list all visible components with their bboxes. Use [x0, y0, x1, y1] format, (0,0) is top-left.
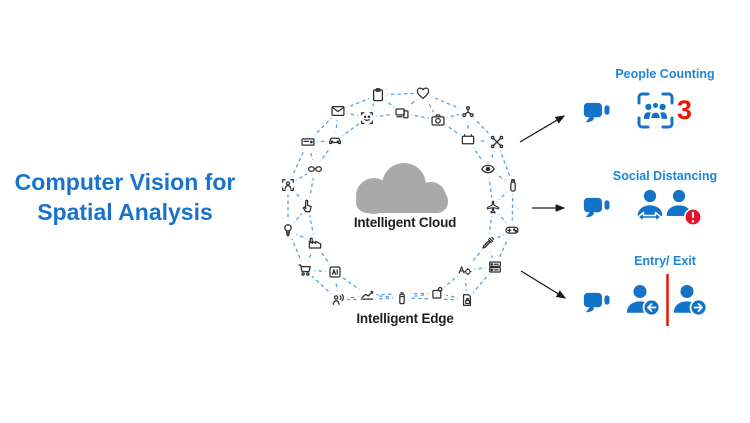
intelligent-cloud-label: Intelligent Cloud [353, 215, 457, 230]
people-counting-frame-icon [637, 92, 674, 129]
arrow-to-entry-exit [520, 270, 567, 299]
people-counting-heading: People Counting [615, 67, 715, 81]
social-distancing-heading: Social Distancing [612, 169, 718, 183]
distance-arrow-icon [637, 211, 662, 223]
people-count-value: 3 [677, 95, 693, 125]
intelligent-edge-label: Intelligent Edge [356, 311, 454, 326]
entry-arrow-badge-icon [642, 298, 661, 317]
intelligent-cloud-icon [356, 163, 448, 214]
exit-arrow-badge-icon [689, 298, 708, 317]
entry-exit-icon [626, 274, 708, 326]
page-title: Computer Vision for Spatial Analysis [2, 167, 248, 227]
arrow-to-people-counting [519, 115, 566, 143]
spatial-camera-icon [582, 286, 612, 316]
social-distancing-icon [637, 189, 702, 226]
ring-icons [278, 83, 523, 310]
spatial-camera-icon [582, 96, 612, 126]
spatial-camera-icon [582, 191, 612, 221]
entry-exit-heading: Entry/ Exit [634, 254, 696, 268]
title-line-2: Spatial Analysis [37, 199, 213, 225]
title-line-1: Computer Vision for [14, 169, 236, 195]
alert-badge-icon [683, 207, 702, 226]
